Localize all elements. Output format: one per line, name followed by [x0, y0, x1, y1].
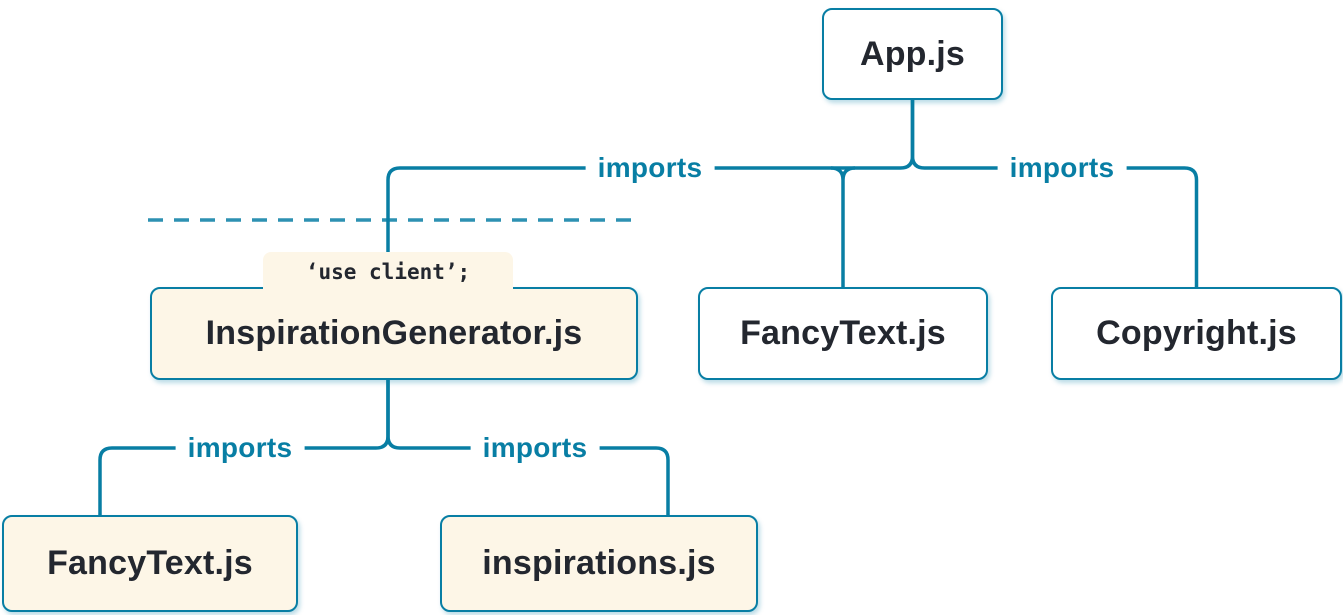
edge-app-to-fancytext	[830, 166, 856, 292]
node-fancytext-js-bottom-label: FancyText.js	[47, 544, 253, 582]
use-client-directive-text: ‘use client’;	[305, 260, 471, 284]
edge-label-imports-left: imports	[585, 152, 715, 184]
node-inspirations-js-label: inspirations.js	[482, 544, 716, 582]
edge-label-imports-right: imports	[997, 152, 1127, 184]
node-app-js-label: App.js	[859, 34, 966, 73]
edge-app-to-copyright	[910, 100, 1199, 292]
node-app-js: App.js	[822, 8, 1003, 100]
node-copyright-js-label: Copyright.js	[1096, 314, 1297, 352]
node-fancytext-js-top: FancyText.js	[698, 287, 988, 380]
node-fancytext-js-top-label: FancyText.js	[740, 314, 946, 352]
node-inspirations-js: inspirations.js	[440, 515, 758, 612]
edge-label-imports-bottom-left: imports	[175, 432, 305, 464]
use-client-directive-tag: ‘use client’;	[263, 252, 513, 292]
node-fancytext-js-bottom: FancyText.js	[2, 515, 298, 612]
edge-label-imports-bottom-right: imports	[470, 432, 600, 464]
node-inspirationgenerator-js-label: InspirationGenerator.js	[205, 314, 583, 352]
node-inspirationgenerator-js: InspirationGenerator.js	[150, 287, 638, 380]
node-copyright-js: Copyright.js	[1051, 287, 1342, 380]
